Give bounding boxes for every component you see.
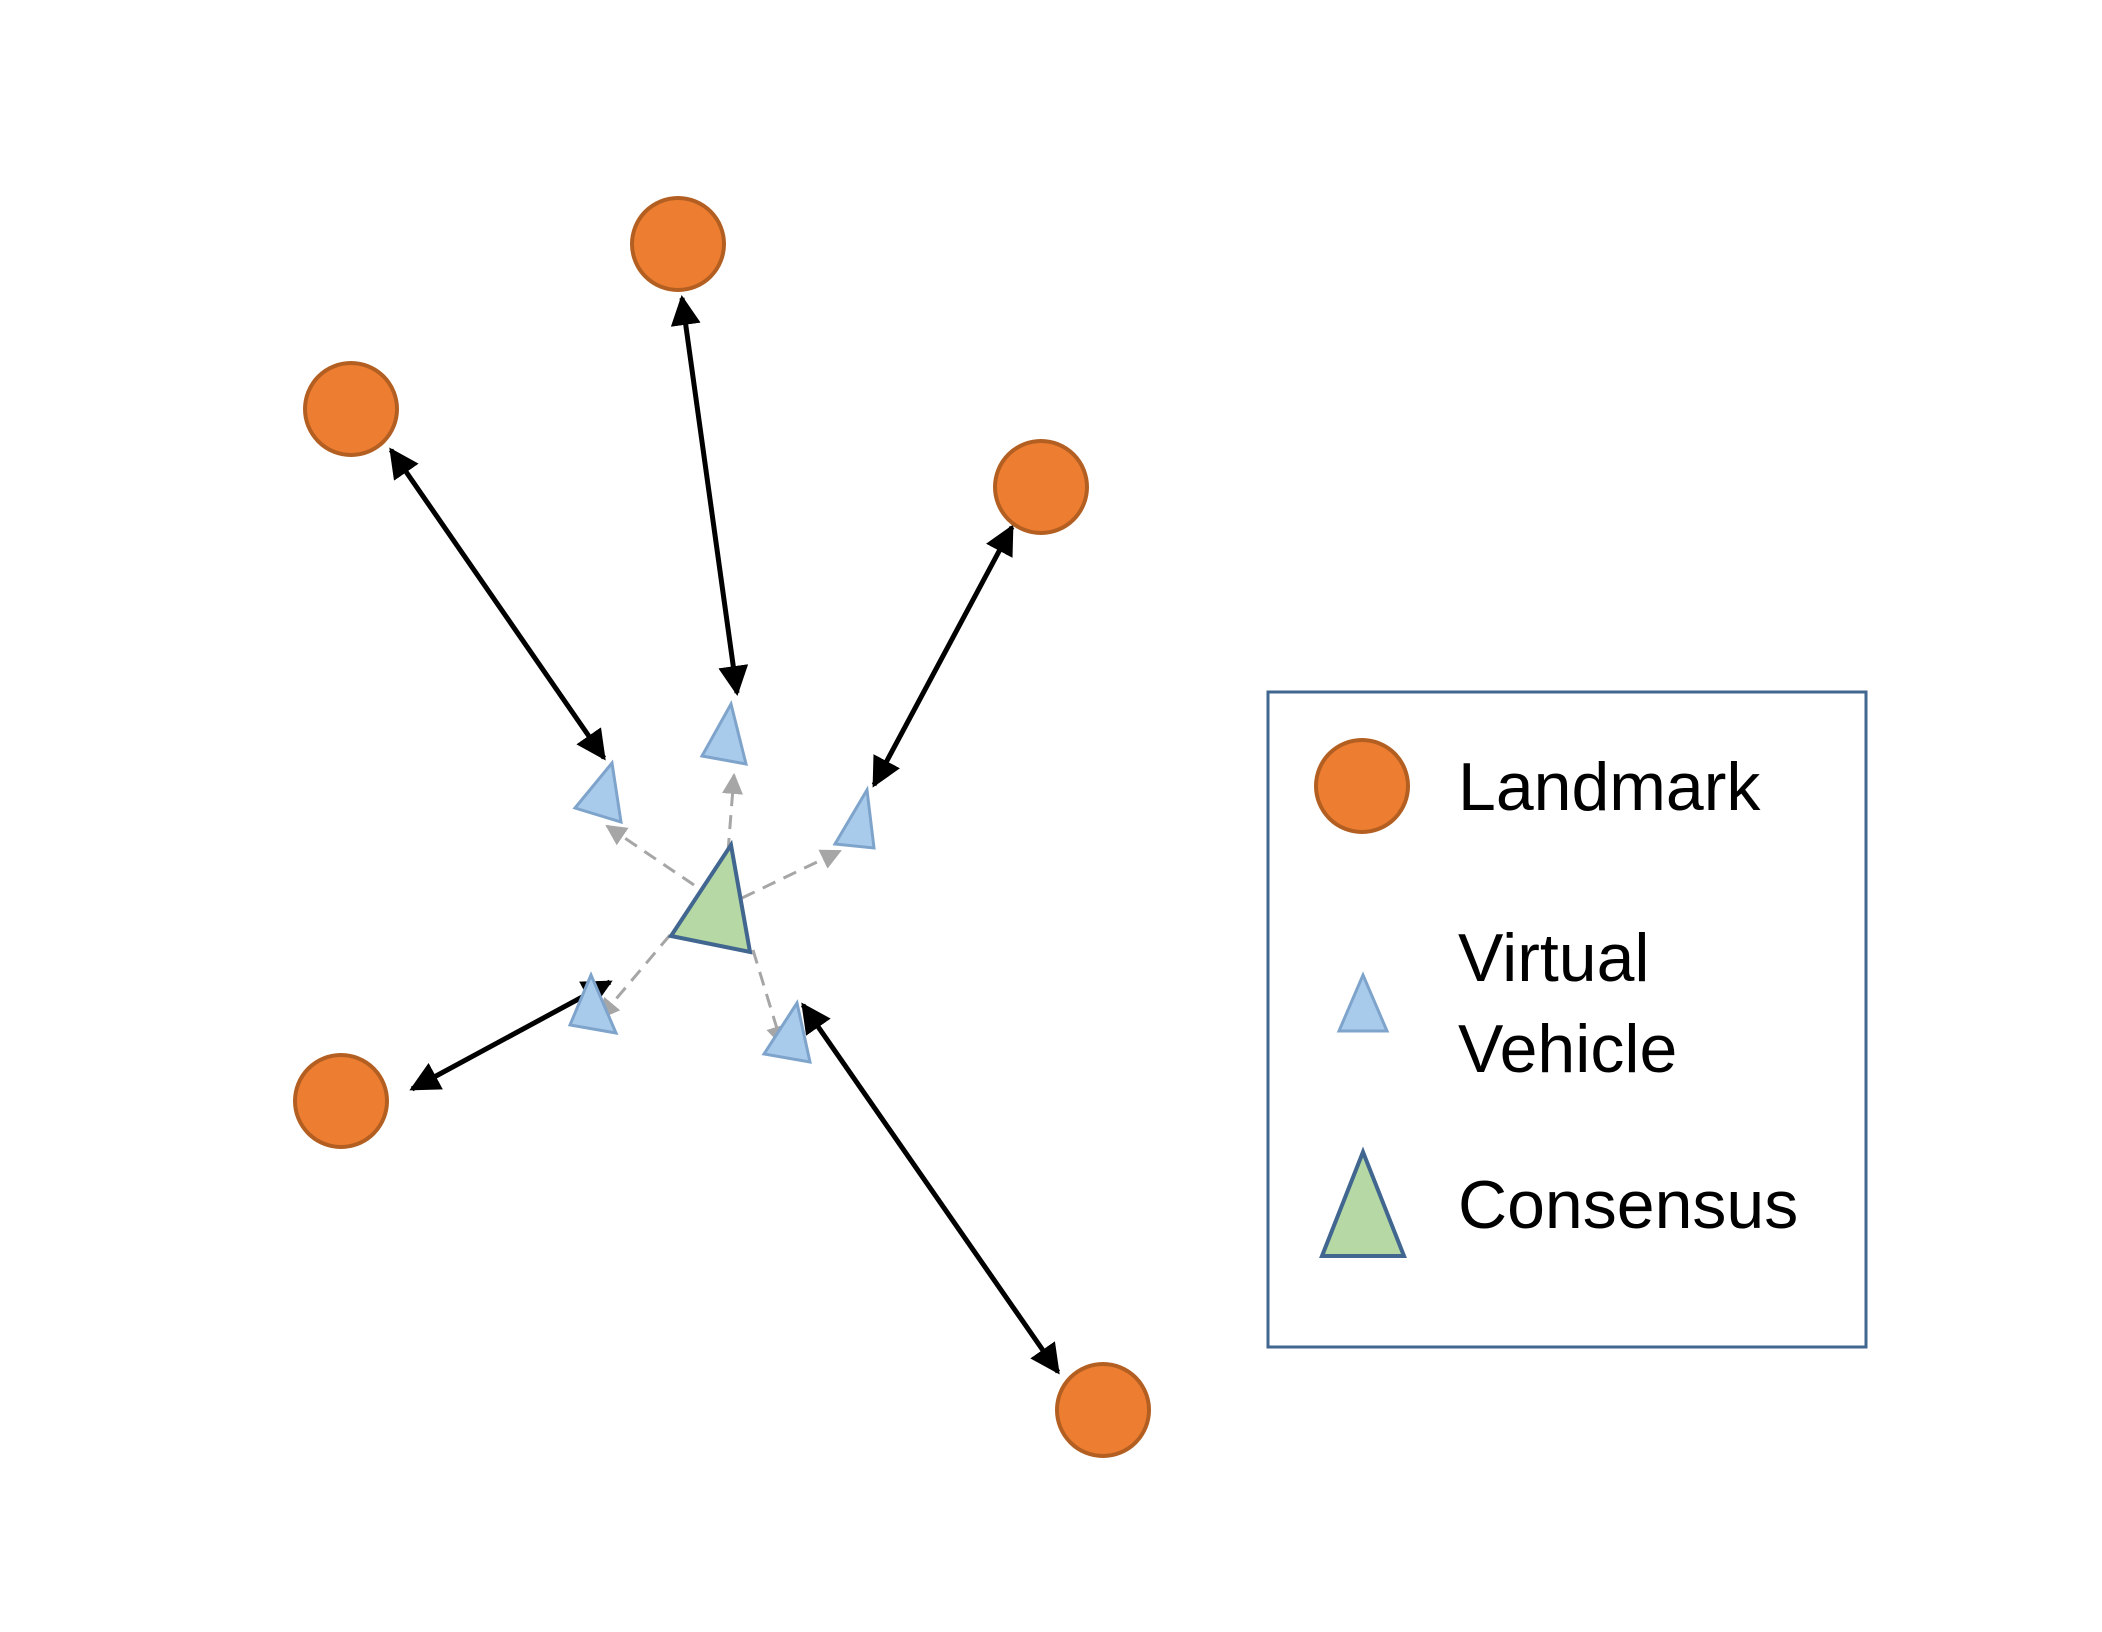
- virtual-vehicle-top: [699, 699, 749, 766]
- link-lower-right-landmark: [800, 1002, 1061, 1375]
- legend-virtual-vehicle-label-line2: Vehicle: [1458, 1011, 1677, 1087]
- virtual-vehicle-left: [572, 759, 623, 825]
- landmark-top: [630, 196, 726, 292]
- virtual-vehicle-right: [832, 785, 876, 850]
- legend-virtual-vehicle-label-line1: Virtual: [1458, 920, 1650, 996]
- legend-landmark-label: Landmark: [1458, 749, 1761, 825]
- consensus-triangle: [667, 839, 753, 955]
- link-lower-left-landmark: [409, 979, 613, 1092]
- dashed-to-left-vehicle: [605, 824, 695, 887]
- virtual-vehicles: [567, 699, 876, 1064]
- legend-virtual-vehicle-icon: [1336, 971, 1390, 1033]
- dashed-to-lower-right-vehicle: [751, 949, 787, 1048]
- legend: Landmark Virtual Vehicle Consensus: [1266, 690, 1868, 1349]
- landmark-upper-left: [303, 361, 399, 457]
- landmark-upper-right: [993, 439, 1089, 535]
- landmark-links: [388, 295, 1061, 1375]
- legend-consensus-icon: [1319, 1146, 1407, 1258]
- landmarks: [293, 196, 1151, 1458]
- legend-consensus-label: Consensus: [1458, 1167, 1798, 1243]
- legend-landmark-icon: [1314, 738, 1410, 834]
- dashed-to-right-vehicle: [741, 849, 842, 900]
- landmark-lower-left: [293, 1053, 389, 1149]
- link-upper-left-landmark: [388, 447, 607, 761]
- link-top-landmark: [670, 295, 749, 696]
- dashed-to-top-vehicle: [722, 772, 743, 853]
- dashed-to-lower-left-vehicle: [598, 934, 672, 1020]
- consensus-links: [598, 772, 842, 1048]
- virtual-vehicle-lower-left: [567, 971, 619, 1035]
- landmark-lower-right: [1055, 1362, 1151, 1458]
- virtual-vehicle-lower-right: [761, 999, 812, 1064]
- link-upper-right-landmark: [871, 524, 1015, 788]
